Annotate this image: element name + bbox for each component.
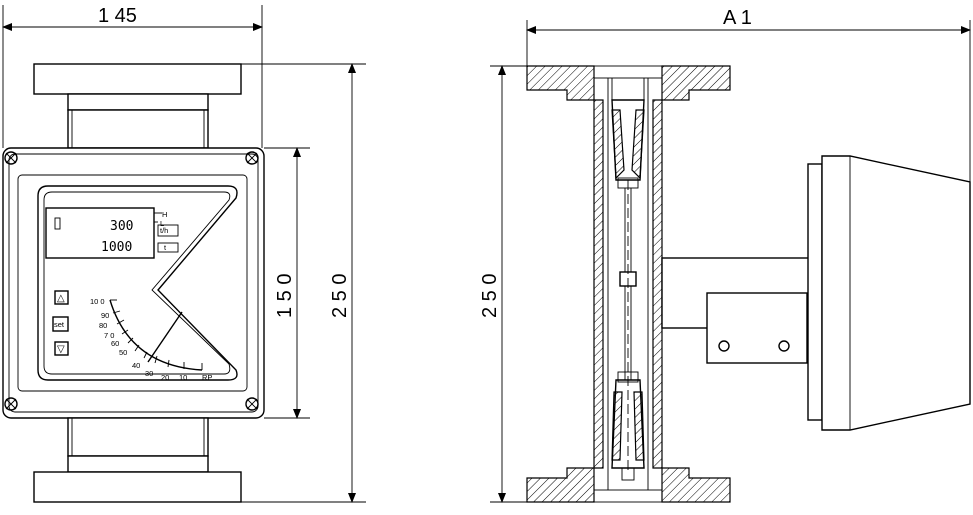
scale-label: 20: [161, 373, 169, 382]
indicator-head: [821, 155, 971, 431]
pointer-needle: [147, 311, 183, 363]
terminal-icon: [718, 340, 730, 352]
dim-side-width: A 1: [723, 7, 752, 29]
lcd-lower-value: 1000: [101, 240, 132, 255]
screw-icon: [4, 397, 18, 411]
high-mark: H: [162, 210, 167, 219]
total-box: t: [164, 243, 167, 252]
terminal-icon: [778, 340, 790, 352]
scale-ticks: [110, 299, 203, 370]
scale-label: 50: [119, 348, 127, 357]
face-plate: [37, 185, 238, 381]
lcd-display: [45, 207, 155, 259]
indicator-back-plate: [807, 163, 823, 421]
meter-housing: [2, 147, 265, 419]
scale-unit: RP: [202, 373, 212, 382]
up-button-label: △: [57, 293, 65, 304]
top-neck: [67, 109, 209, 149]
bottom-flange: [33, 471, 242, 503]
bottom-flange-section: [526, 467, 595, 503]
up-button[interactable]: [54, 290, 69, 305]
screw-icon: [4, 151, 18, 165]
scale-label: 10 0: [90, 297, 105, 306]
scale-label: 30: [145, 369, 153, 378]
dim-front-width: 1 45: [98, 5, 137, 27]
bottom-neck: [67, 417, 209, 457]
front-dimensions: 1 45 1 5 0 2 5 0: [2, 5, 366, 503]
top-flange-section: [526, 65, 595, 101]
screw-icon: [245, 397, 259, 411]
dim-side-height: 2 5 0: [479, 274, 501, 318]
dim-total-height: 2 5 0: [329, 274, 351, 318]
tube-wall: [593, 99, 604, 469]
side-view: [526, 65, 971, 503]
front-view: 300 1000 H L t/h t △ set ▽: [2, 63, 265, 503]
scale-label: 40: [132, 361, 140, 370]
scale-label: 7 0: [104, 331, 114, 340]
set-button[interactable]: [52, 316, 69, 332]
dim-body-height: 1 5 0: [274, 274, 296, 318]
scale-label: 10: [179, 373, 187, 382]
set-button-label: set: [54, 320, 65, 329]
scale-label: 80: [99, 321, 107, 330]
float: [619, 271, 637, 287]
scale-label: 60: [111, 339, 119, 348]
lcd-upper-value: 300: [110, 219, 133, 234]
low-mark: L: [160, 219, 164, 228]
down-button-label: ▽: [57, 344, 65, 355]
scale-label: 90: [101, 311, 109, 320]
side-dimensions: A 1 2 5 0: [479, 7, 971, 503]
top-flange: [33, 63, 242, 95]
junction-box: [706, 292, 808, 364]
screw-icon: [245, 151, 259, 165]
down-button[interactable]: [54, 341, 69, 356]
unit-box: t/h: [160, 226, 168, 235]
scale-arc: [109, 299, 203, 371]
